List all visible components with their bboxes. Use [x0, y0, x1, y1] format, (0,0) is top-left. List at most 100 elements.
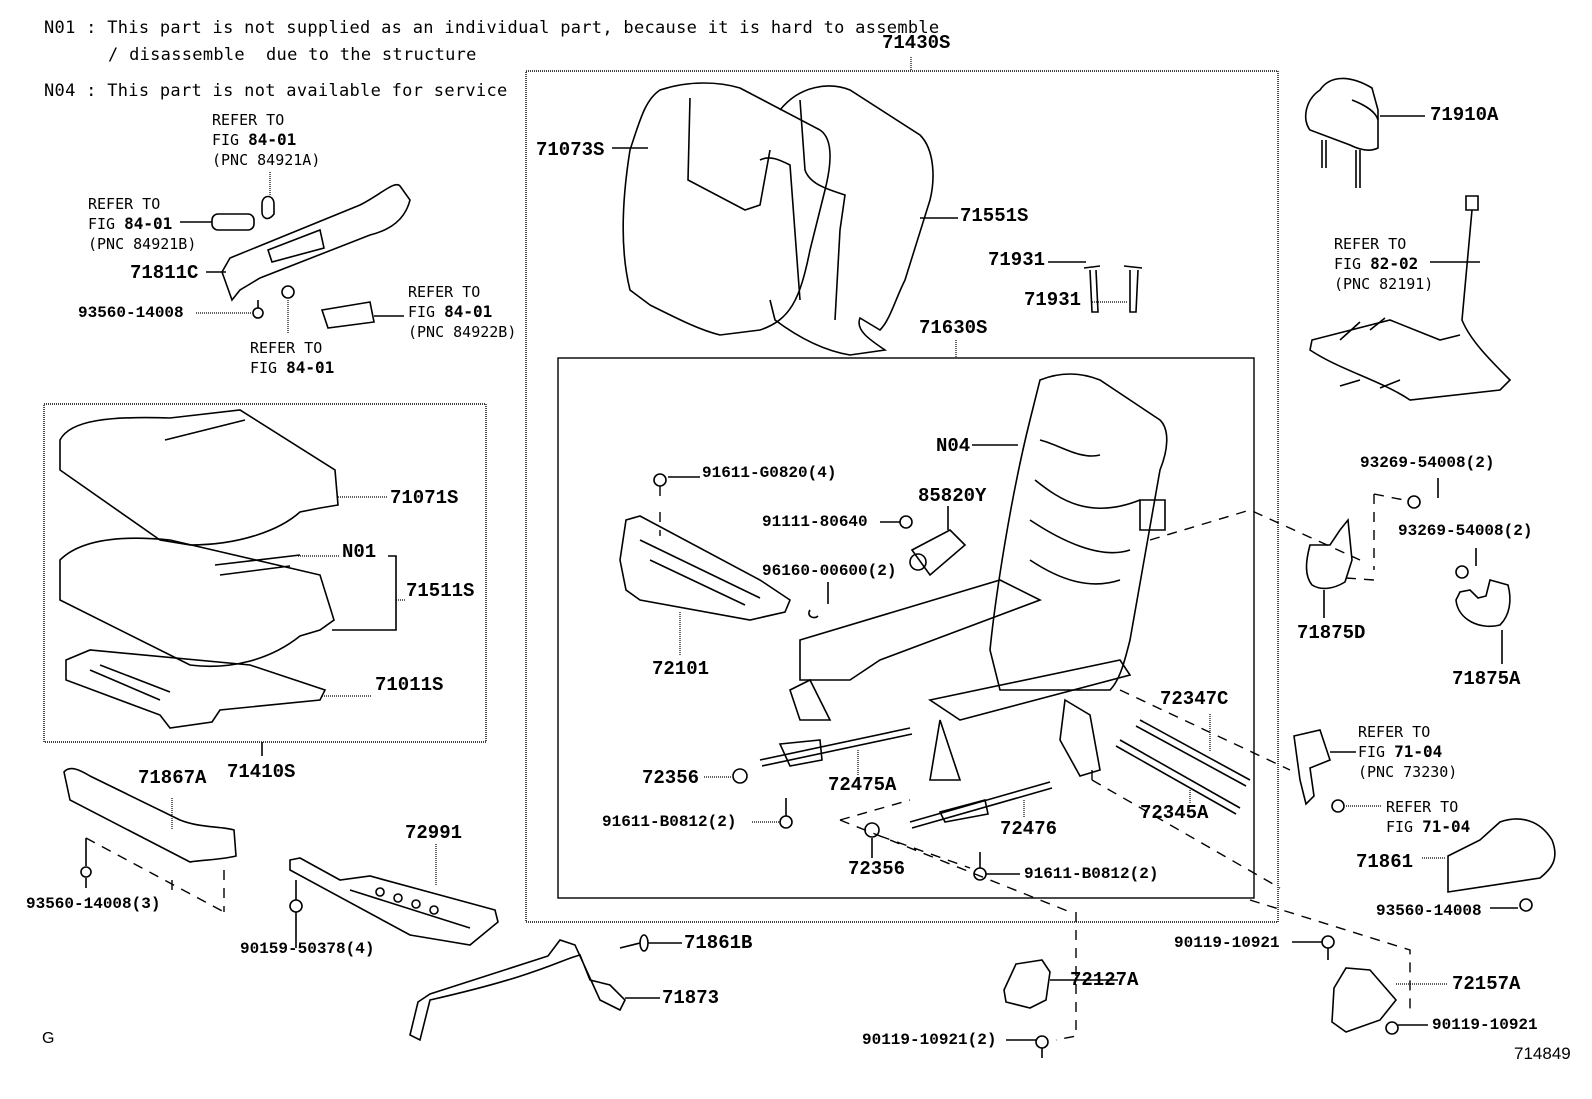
seat-cushion-frame-71011S [65, 649, 327, 729]
dashed-72127A [1055, 912, 1077, 1041]
screw-93269-54008-b [1455, 565, 1469, 579]
reference-pnc: (PNC 84921A) [212, 151, 321, 169]
adjuster-rod-72475A [759, 727, 913, 767]
cover-71861 [1447, 818, 1556, 893]
bracket-71511S [332, 555, 397, 631]
reference-fig: FIG 84-01 [212, 130, 297, 149]
reference-84921B[interactable]: REFER TO FIG 84-01 (PNC 84921B) [88, 194, 196, 254]
part-label-71410S[interactable]: 71410S [227, 761, 296, 783]
dashed-72475A [839, 799, 911, 821]
seat-back-cover-71073S [622, 82, 831, 336]
part-label-96160-00600-2[interactable]: 96160-00600(2) [762, 562, 897, 580]
part-label-72101[interactable]: 72101 [652, 658, 710, 680]
reference-label: REFER TO [1334, 235, 1407, 253]
seat-back-pad-71551S [769, 85, 934, 356]
reference-84921A[interactable]: REFER TO FIG 84-01 (PNC 84921A) [212, 110, 320, 170]
part-label-93560-14008-top[interactable]: 93560-14008 [78, 304, 184, 322]
dashed-71867A [85, 837, 225, 913]
part-label-72345A[interactable]: 72345A [1140, 802, 1209, 824]
part-label-71910A[interactable]: 71910A [1430, 104, 1499, 126]
reference-fig: FIG 84-01 [88, 214, 173, 233]
part-label-71630S[interactable]: 71630S [919, 317, 988, 339]
part-label-91611-G0820-4[interactable]: 91611-G0820(4) [702, 464, 837, 482]
leg-cover-72127A [1003, 959, 1051, 1009]
part-label-93560-14008-right[interactable]: 93560-14008 [1376, 902, 1482, 920]
part-label-71811C[interactable]: 71811C [130, 262, 199, 284]
reference-fig: FIG 84-01 [408, 302, 493, 321]
recliner-cover-71875A [1455, 579, 1511, 627]
reference-71-04-bolt[interactable]: REFER TO FIG 71-04 [1386, 797, 1470, 837]
bolt-90119-10921-2 [1035, 1035, 1049, 1058]
part-label-93269-54008-2-b[interactable]: 93269-54008(2) [1398, 522, 1533, 540]
part-label-71011S[interactable]: 71011S [375, 674, 444, 696]
reference-84-01-screw[interactable]: REFER TO FIG 84-01 [250, 338, 334, 378]
recliner-cover-71875D [1305, 517, 1353, 590]
screw-93560-14008-right [1519, 898, 1533, 912]
adjuster-rod-72476 [909, 781, 1053, 829]
seat-cushion-pad-71511S [59, 537, 335, 668]
reference-label: REFER TO [1358, 723, 1431, 741]
seat-lower-frame [789, 579, 1132, 781]
seat-cushion-assy-box [43, 403, 487, 743]
part-label-72347C[interactable]: 72347C [1160, 688, 1229, 710]
part-label-90159-50378-4[interactable]: 90159-50378(4) [240, 940, 375, 958]
reference-fig: FIG 71-04 [1358, 742, 1443, 761]
screw-91111-80640 [899, 515, 913, 529]
part-label-71430S[interactable]: 71430S [882, 32, 951, 54]
dashed-rods [1091, 509, 1411, 1010]
seat-back-assy-box [525, 70, 1279, 923]
part-label-85820Y[interactable]: 85820Y [918, 485, 987, 507]
part-label-90119-10921-a[interactable]: 90119-10921 [1174, 934, 1280, 952]
part-label-72475A[interactable]: 72475A [828, 774, 897, 796]
part-label-72476[interactable]: 72476 [1000, 818, 1058, 840]
part-label-90119-10921-b[interactable]: 90119-10921 [1432, 1016, 1538, 1034]
part-label-71861B[interactable]: 71861B [684, 932, 753, 954]
bolt-90119-10921-b [1385, 1021, 1399, 1035]
part-label-72991[interactable]: 72991 [405, 822, 463, 844]
note-N01-continued: / disassemble due to the structure [108, 45, 477, 65]
reference-label: REFER TO [1386, 798, 1459, 816]
part-label-71073S[interactable]: 71073S [536, 139, 605, 161]
reference-73230[interactable]: REFER TO FIG 71-04 (PNC 73230) [1358, 722, 1457, 782]
part-label-71867A[interactable]: 71867A [138, 767, 207, 789]
dashed-71875D [1345, 493, 1405, 581]
part-label-71861[interactable]: 71861 [1356, 851, 1414, 873]
bolt-90119-10921-a [1321, 935, 1335, 960]
reference-82191[interactable]: REFER TO FIG 82-02 (PNC 82191) [1334, 234, 1433, 294]
headrest-guide-71931-b [1123, 265, 1143, 313]
part-label-72157A[interactable]: 72157A [1452, 973, 1521, 995]
reference-pnc: (PNC 73230) [1358, 763, 1458, 781]
wire-harness [1309, 195, 1512, 401]
seat-back-frame-N04 [989, 373, 1168, 691]
seat-frame-box [557, 357, 1255, 899]
part-label-91611-B0812-2-b[interactable]: 91611-B0812(2) [1024, 865, 1159, 883]
part-label-N01[interactable]: N01 [342, 541, 377, 563]
seat-track-72101 [619, 515, 791, 621]
part-label-93269-54008-2-a[interactable]: 93269-54008(2) [1360, 454, 1495, 472]
reference-label: REFER TO [408, 283, 481, 301]
corner-letter: G [42, 1030, 55, 1047]
part-label-71873[interactable]: 71873 [662, 987, 720, 1009]
part-label-91111-80640[interactable]: 91111-80640 [762, 513, 868, 531]
reference-84922B[interactable]: REFER TO FIG 84-01 (PNC 84922B) [408, 282, 516, 342]
part-label-93560-14008-3[interactable]: 93560-14008(3) [26, 895, 161, 913]
clip-96160-00600 [808, 609, 819, 619]
part-label-90119-10921-2[interactable]: 90119-10921(2) [862, 1031, 997, 1049]
part-label-N04[interactable]: N04 [936, 435, 971, 457]
lumbar-motor-85820Y [909, 529, 967, 577]
part-label-91611-B0812-2-a[interactable]: 91611-B0812(2) [602, 813, 737, 831]
note-N01: N01 : This part is not supplied as an in… [44, 18, 940, 38]
part-label-71071S[interactable]: 71071S [390, 487, 459, 509]
part-label-71875A[interactable]: 71875A [1452, 668, 1521, 690]
switch-knob-84921B [211, 213, 255, 231]
part-label-72356-b[interactable]: 72356 [848, 858, 906, 880]
part-label-72127A[interactable]: 72127A [1070, 969, 1139, 991]
part-label-71931-b[interactable]: 71931 [1024, 289, 1082, 311]
switch-base-84922B [320, 301, 375, 329]
part-label-71511S[interactable]: 71511S [406, 580, 475, 602]
part-label-72356-a[interactable]: 72356 [642, 767, 700, 789]
part-label-71875D[interactable]: 71875D [1297, 622, 1366, 644]
part-label-71551S[interactable]: 71551S [960, 205, 1029, 227]
screw-93560-14008-top [252, 300, 264, 319]
part-label-71931-a[interactable]: 71931 [988, 249, 1046, 271]
